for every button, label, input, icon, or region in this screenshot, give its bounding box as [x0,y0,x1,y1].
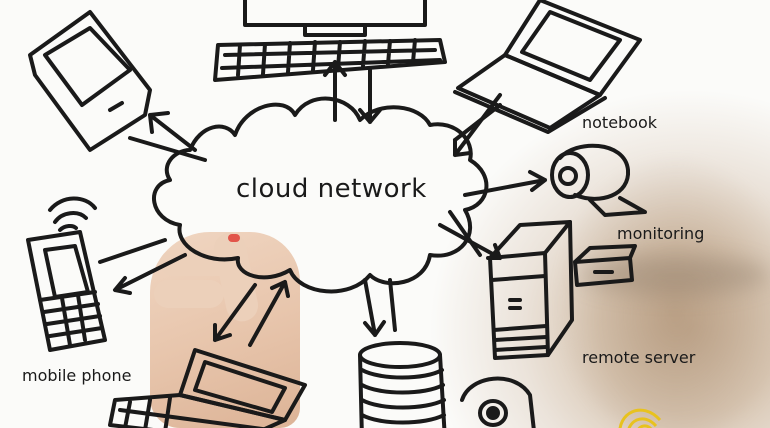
label-notebook: notebook [582,113,658,132]
database-icon [358,341,447,428]
laptop-icon-bottom [108,348,307,428]
center-label: cloud network [236,174,427,204]
blurred-face-shadow [580,255,770,295]
mobile-phone-icon [26,196,107,352]
logo-swirl-icon [618,408,662,428]
webcam-icon [550,143,647,217]
label-monitoring: monitoring [617,224,705,243]
laptop-icon-notebook [453,0,642,134]
label-mobile-phone: mobile phone [22,366,132,385]
server-icon [488,220,637,360]
tablet-icon [28,10,152,152]
disc-drive-icon [460,376,536,428]
marker-tip [228,234,240,242]
cloud-shape [152,96,489,294]
connection-arrows [98,60,547,347]
label-remote-server: remote server [582,348,696,367]
